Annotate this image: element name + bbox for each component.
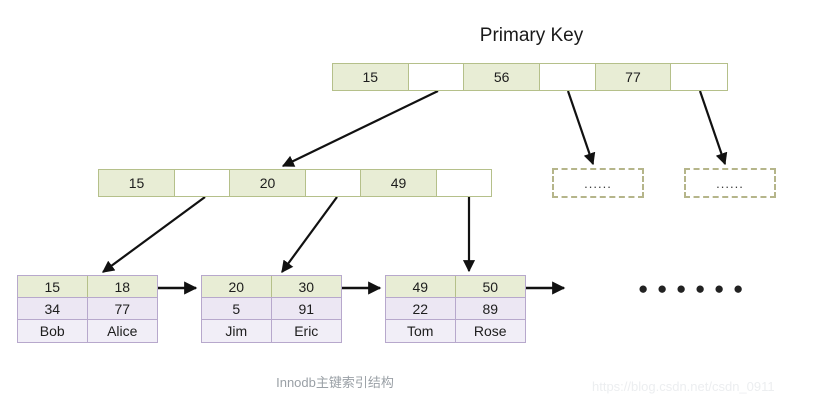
leaf-node-3-key-0[interactable]: 49: [386, 276, 456, 297]
internal-cell-key-1[interactable]: 20: [230, 170, 306, 196]
leaf-node-3-name-row: Tom Rose: [386, 320, 525, 342]
watermark-text: https://blog.csdn.net/csdn_0911: [592, 379, 775, 394]
edge-internal-to-leaf-2: [281, 196, 338, 273]
dashed-placeholder-2[interactable]: ......: [684, 168, 776, 198]
leaf-node-3-name-1[interactable]: Rose: [473, 323, 507, 339]
leaf-node-2-name-row: Jim Eric: [202, 320, 341, 342]
leaf-node-3-name-0[interactable]: Tom: [386, 320, 456, 342]
edge-root-to-internal: [281, 90, 439, 167]
root-cell-key-0[interactable]: 15: [333, 64, 409, 90]
edge-root-to-placeholder-2: [698, 90, 728, 166]
internal-cell-pointer-0[interactable]: [175, 170, 230, 196]
internal-cell-key-0[interactable]: 15: [99, 170, 175, 196]
leaf-node-2-value-1[interactable]: 91: [298, 300, 315, 317]
leaf-node-1-value-0[interactable]: 34: [18, 298, 88, 319]
leaf-node-1-name-row: Bob Alice: [18, 320, 157, 342]
internal-cell-pointer-1[interactable]: [306, 170, 361, 196]
leaf-node-2-value-0[interactable]: 5: [202, 298, 272, 319]
root-cell-pointer-0[interactable]: [408, 64, 465, 90]
leaf-node-1[interactable]: 15 18 34 77 Bob Alice: [17, 275, 158, 343]
dashed-placeholder-2-text: ......: [716, 175, 744, 191]
leaf-node-2-key-1[interactable]: 30: [298, 278, 315, 295]
leaf-node-1-value-1[interactable]: 77: [114, 300, 131, 317]
leaf-node-2-key-0[interactable]: 20: [202, 276, 272, 297]
root-cell-pointer-1[interactable]: [539, 64, 596, 90]
edge-root-to-placeholder-1: [566, 90, 596, 166]
internal-cell-key-2[interactable]: 49: [361, 170, 437, 196]
dashed-placeholder-1-text: ......: [584, 175, 612, 191]
leaf-node-1-name-0[interactable]: Bob: [18, 320, 88, 342]
leaf-node-2-value-row: 5 91: [202, 298, 341, 320]
leaf-node-2-key-row: 20 30: [202, 276, 341, 298]
internal-cell-pointer-2[interactable]: [437, 170, 491, 196]
page-title: Primary Key: [479, 25, 584, 46]
root-cell-key-2[interactable]: 77: [595, 64, 672, 90]
leaf-node-3-value-0[interactable]: 22: [386, 298, 456, 319]
root-cell-key-1[interactable]: 56: [464, 64, 540, 90]
leaf-node-1-key-0[interactable]: 15: [18, 276, 88, 297]
leaf-node-3-value-1[interactable]: 89: [482, 300, 499, 317]
dashed-placeholder-1[interactable]: ......: [552, 168, 644, 198]
root-index-node[interactable]: 15 56 77: [332, 63, 728, 91]
leaf-node-1-value-row: 34 77: [18, 298, 157, 320]
leaf-node-3-key-1[interactable]: 50: [482, 278, 499, 295]
leaf-node-2-name-1[interactable]: Eric: [294, 323, 319, 339]
leaf-node-2-name-0[interactable]: Jim: [202, 320, 272, 342]
leaf-node-3-key-row: 49 50: [386, 276, 525, 298]
leaf-node-3-value-row: 22 89: [386, 298, 525, 320]
edge-internal-to-leaf-1: [102, 196, 206, 273]
leaf-node-1-name-1[interactable]: Alice: [107, 323, 138, 339]
internal-index-node[interactable]: 15 20 49: [98, 169, 492, 197]
leaf-node-2[interactable]: 20 30 5 91 Jim Eric: [201, 275, 342, 343]
diagram-caption: Innodb主键索引结构: [276, 375, 394, 390]
leaf-node-3[interactable]: 49 50 22 89 Tom Rose: [385, 275, 526, 343]
leaf-node-1-key-row: 15 18: [18, 276, 157, 298]
leaf-chain-ellipsis: ● ● ● ● ● ●: [638, 279, 746, 298]
root-cell-pointer-2[interactable]: [671, 64, 727, 90]
leaf-node-1-key-1[interactable]: 18: [114, 278, 131, 295]
